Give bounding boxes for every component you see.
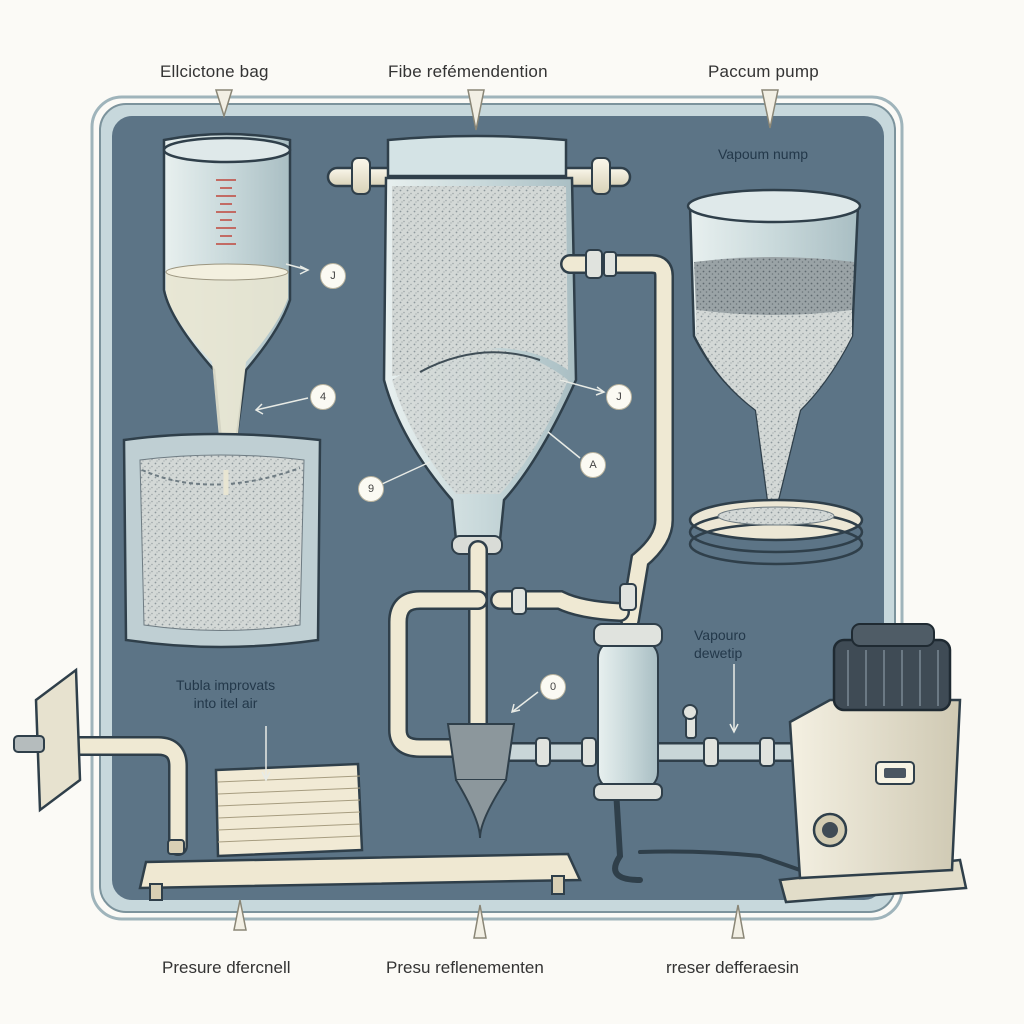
- label-vapoum-nump: Vapoum nump: [718, 146, 809, 162]
- callout-badge-6: 0: [540, 674, 566, 700]
- label-fibe-refemendention: Fibe refémendention: [388, 62, 548, 81]
- label-rreser-defferaesin: rreser defferaesin: [666, 958, 799, 977]
- label-tubla-improvats: Tubla improvats into itel air: [176, 676, 275, 712]
- label-tubla-line1: Tubla improvats: [176, 677, 276, 693]
- pipe-valve-icon: [446, 249, 775, 839]
- label-paccum-pump: Paccum pump: [708, 62, 819, 81]
- callout-badge-3: J: [606, 384, 632, 410]
- bowl-funnel-icon: [686, 188, 864, 566]
- wall-mount-bracket: [13, 667, 82, 813]
- filter-bag-icon: [122, 432, 322, 649]
- label-presu-reflenementen: Presu reflenementen: [386, 958, 544, 977]
- label-ellcictone-bag: Ellcictone bag: [160, 62, 269, 81]
- graduated-funnel-icon: [162, 132, 292, 472]
- wooden-stand: [138, 762, 582, 901]
- callout-badge-4: A: [580, 452, 606, 478]
- callout-arrows: [254, 263, 739, 782]
- callout-badge-5: 9: [358, 476, 384, 502]
- label-tubla-line2: into itel air: [193, 695, 258, 711]
- callout-badge-2: 4: [310, 384, 336, 410]
- label-vapouro: Vapouro: [694, 627, 746, 643]
- label-presure-dfercnell: Presure dfercnell: [162, 958, 291, 977]
- label-dewetip: dewetip: [694, 645, 743, 661]
- label-vapouro-dewetip: Vapouro dewetip: [694, 626, 746, 662]
- top-pointers: [214, 89, 779, 939]
- vacuum-pump-icon: [778, 623, 968, 904]
- callout-badge-1: J: [320, 263, 346, 289]
- sand-filter-icon: [326, 134, 632, 555]
